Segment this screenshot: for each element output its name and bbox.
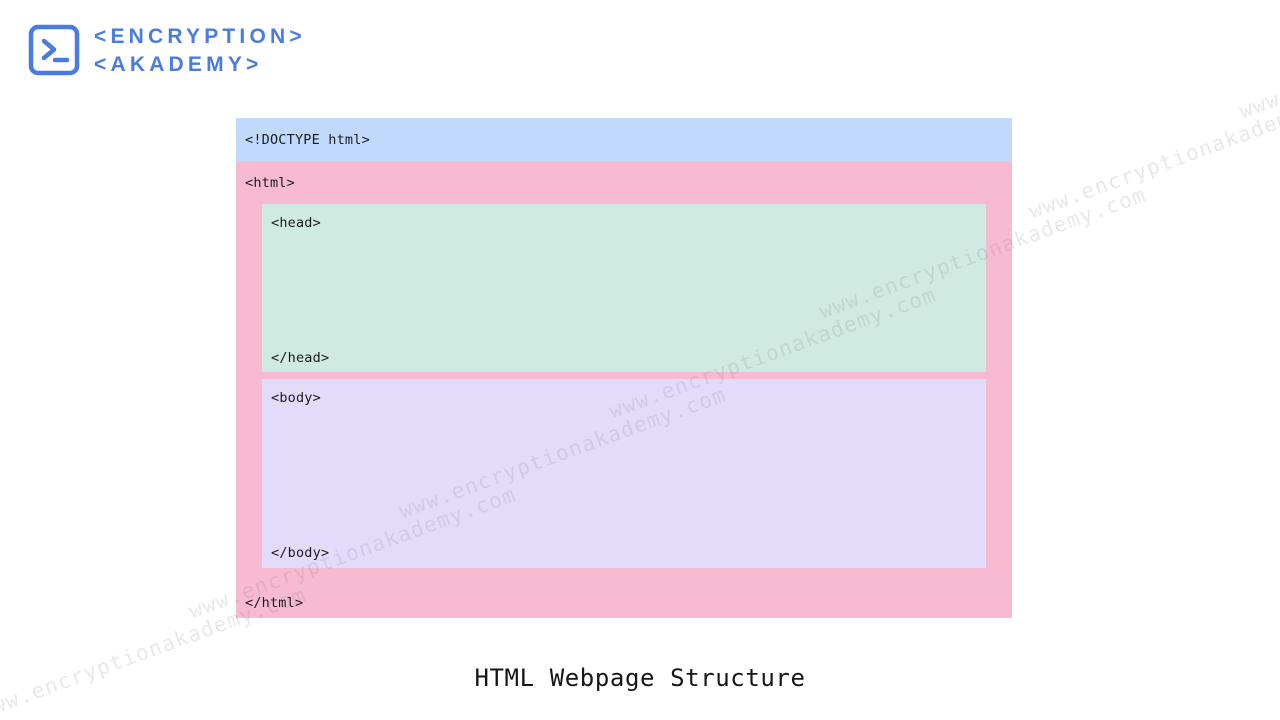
brand-logo: <ENCRYPTION> <AKADEMY> bbox=[28, 24, 306, 76]
doctype-label: <!DOCTYPE html> bbox=[245, 132, 370, 148]
html-close-tag-label: </html> bbox=[245, 595, 304, 611]
terminal-prompt-icon bbox=[28, 24, 80, 76]
brand-line-akademy: <AKADEMY> bbox=[94, 52, 263, 76]
body-close-tag-label: </body> bbox=[271, 545, 330, 561]
body-open-tag-label: <body> bbox=[271, 390, 321, 406]
head-close-tag-label: </head> bbox=[271, 350, 330, 366]
html-structure-diagram: <!DOCTYPE html> <html> <head> </head> <b… bbox=[236, 118, 1012, 618]
brand-wordmark: <ENCRYPTION> <AKADEMY> bbox=[94, 26, 306, 75]
brand-line-encryption: <ENCRYPTION> bbox=[94, 24, 306, 48]
page-title: HTML Webpage Structure bbox=[474, 664, 806, 692]
head-open-tag-label: <head> bbox=[271, 215, 321, 231]
html-open-tag-label: <html> bbox=[245, 175, 295, 191]
html-element-block: <html> <head> </head> <body> </body> </h… bbox=[236, 161, 1012, 618]
watermark-text: www.encryptionakademy.com bbox=[1235, 0, 1280, 124]
watermark-text: www.encryptionakademy.com bbox=[1025, 82, 1280, 224]
doctype-block: <!DOCTYPE html> bbox=[236, 118, 1012, 161]
head-element-block: <head> </head> bbox=[262, 204, 986, 372]
body-element-block: <body> </body> bbox=[262, 379, 986, 568]
